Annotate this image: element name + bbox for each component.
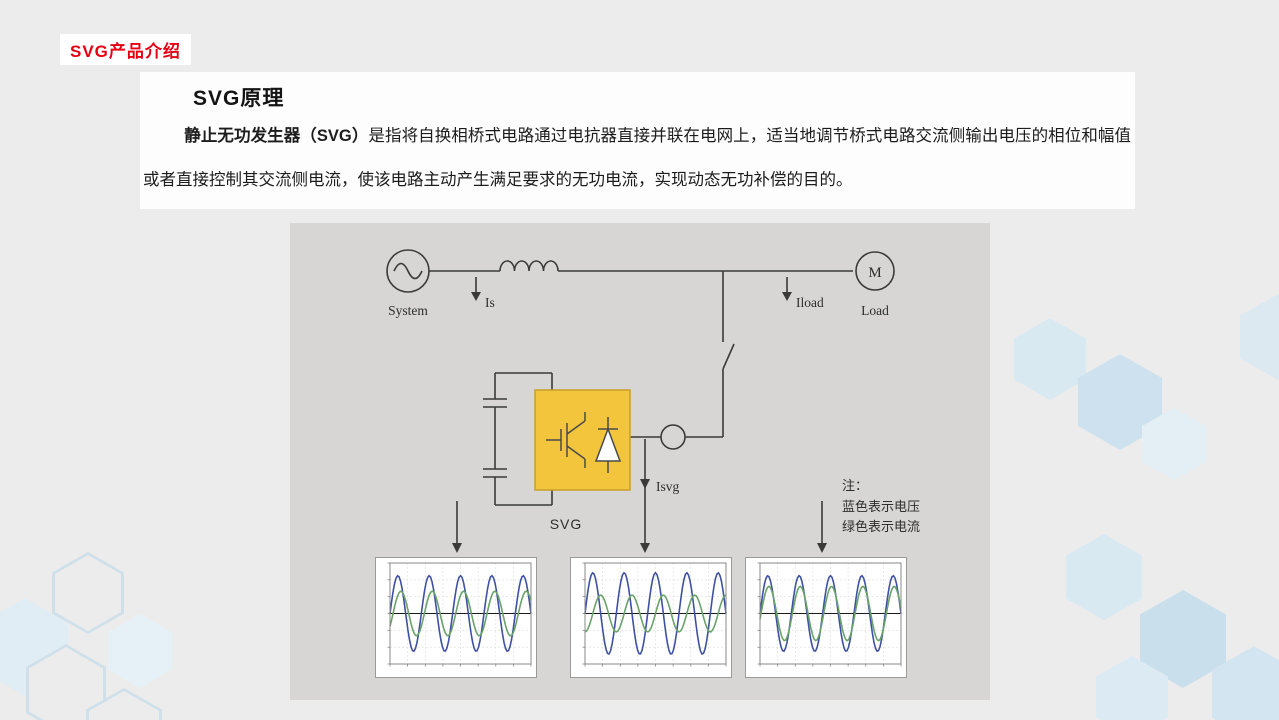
current-transformer-icon [660, 424, 686, 450]
iload-label: Iload [796, 295, 824, 310]
content-panel: SVG原理 静止无功发生器（SVG）是指将自换相桥式电路通过电抗器直接并联在电网… [140, 72, 1135, 209]
plot1-arrowhead-icon [452, 543, 462, 553]
circuit-diagram-panel: M System Is Iload [290, 223, 990, 700]
is-arrowhead-icon [471, 292, 481, 301]
waveform-plot-2 [570, 557, 732, 678]
section-title: SVG原理 [193, 87, 285, 110]
hexagon-decoration [108, 614, 172, 688]
switch-icon [722, 343, 735, 370]
note-title: 注： [842, 478, 868, 493]
slide-tag: SVG产品介绍 [60, 34, 191, 65]
iload-arrowhead-icon [782, 292, 792, 301]
plot3-arrowhead-icon [817, 543, 827, 553]
circuit-schematic: M System Is Iload [386, 249, 920, 553]
diode-triangle-icon [594, 426, 622, 462]
waveform-plot-3 [745, 557, 907, 678]
load-label: Load [861, 303, 889, 318]
plot2-arrowhead-icon [640, 543, 650, 553]
is-label: Is [485, 295, 495, 310]
waveform-plot-1 [375, 557, 537, 678]
motor-letter: M [868, 265, 881, 281]
note-line-voltage: 蓝色表示电压 [842, 499, 920, 514]
circuit-wires [429, 270, 853, 438]
hexagon-decoration [1066, 534, 1142, 620]
paragraph-rest: 是指将自换相桥式电路通过电抗器直接并联在电网上，适当地调节桥式电路交流侧输出电压… [143, 127, 1131, 189]
igbt-symbol-icon [546, 412, 586, 468]
body-paragraph: 静止无功发生器（SVG）是指将自换相桥式电路通过电抗器直接并联在电网上，适当地调… [143, 114, 1131, 202]
sine-symbol-icon [393, 262, 423, 280]
isvg-arrowhead-icon [640, 479, 650, 489]
system-label: System [388, 303, 428, 318]
hexagon-decoration [1014, 318, 1086, 400]
paragraph-lead: 静止无功发生器（SVG） [184, 127, 369, 145]
note-line-current: 绿色表示电流 [842, 519, 920, 534]
isvg-label: Isvg [656, 479, 679, 494]
capacitor-bank-icon [483, 372, 553, 506]
motor-circle-icon [855, 251, 895, 291]
inductor-icon [499, 260, 559, 272]
hexagon-decoration [52, 552, 124, 634]
hexagon-decoration [1240, 294, 1279, 380]
converter-label: SVG [550, 516, 583, 532]
